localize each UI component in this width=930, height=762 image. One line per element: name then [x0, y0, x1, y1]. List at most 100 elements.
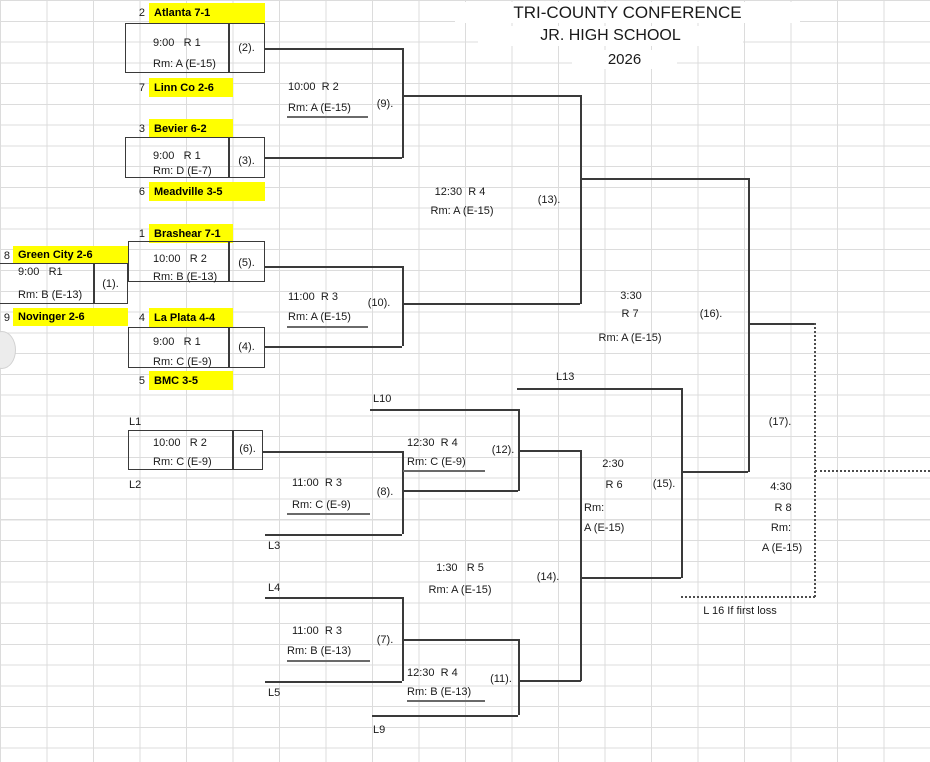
game11-right-edge — [518, 639, 520, 715]
game9-room[interactable]: Rm: A (E-15) — [288, 102, 351, 114]
team-cell-bmc[interactable]: BMC 3-5 — [149, 371, 233, 390]
team-cell-la-plata[interactable]: La Plata 4-4 — [149, 308, 233, 327]
game16-round[interactable]: R 7 — [621, 308, 639, 320]
game8-time[interactable]: 11:00 R 3 — [292, 477, 342, 489]
slot-line-g11 — [407, 700, 485, 702]
game6-label[interactable]: (6). — [239, 443, 256, 455]
game11-label[interactable]: (11). — [490, 673, 512, 685]
game16-time[interactable]: 3:30 — [620, 290, 642, 302]
seed-novinger[interactable]: 9 — [3, 311, 10, 324]
game14-time[interactable]: 1:30 R 5 — [436, 562, 484, 574]
l3-line — [265, 534, 402, 536]
game17-time[interactable]: 4:30 — [770, 481, 792, 493]
game4-time[interactable]: 9:00 R 1 — [153, 336, 201, 348]
game4-label[interactable]: (4). — [238, 341, 255, 353]
l4-line — [265, 597, 402, 599]
slot-line-g7 — [287, 660, 370, 662]
l13-line — [517, 388, 681, 390]
l16-note[interactable]: L 16 If first loss — [703, 605, 777, 617]
team-cell-meadville[interactable]: Meadville 3-5 — [149, 182, 265, 201]
connector-g14-to-g15 — [581, 577, 681, 579]
game7-label[interactable]: (7). — [376, 634, 394, 646]
game15-round[interactable]: R 6 — [605, 479, 623, 491]
connector-g6-to-g8 — [263, 451, 402, 453]
game16-label[interactable]: (16). — [699, 308, 723, 320]
game6-room[interactable]: Rm: C (E-9) — [153, 456, 212, 468]
game2-time[interactable]: 9:00 R 1 — [153, 37, 201, 49]
game4-room[interactable]: Rm: C (E-9) — [153, 356, 212, 368]
game9-label[interactable]: (9). — [376, 98, 394, 110]
game16-right-edge — [748, 178, 750, 472]
game5-label[interactable]: (5). — [238, 257, 255, 269]
loser-label-l1[interactable]: L1 — [129, 416, 142, 428]
team-cell-bevier[interactable]: Bevier 6-2 — [149, 119, 233, 138]
seed-brashear[interactable]: 1 — [138, 228, 145, 240]
loser-label-l13[interactable]: L13 — [556, 371, 575, 383]
game6-time[interactable]: 10:00 R 2 — [153, 437, 207, 449]
game9-time[interactable]: 10:00 R 2 — [288, 81, 339, 93]
game16-room[interactable]: Rm: A (E-15) — [598, 332, 662, 344]
seed-atlanta[interactable]: 2 — [138, 7, 145, 19]
game11-time[interactable]: 12:30 R 4 — [407, 667, 458, 679]
loser-label-l2[interactable]: L2 — [129, 479, 142, 491]
game5-room[interactable]: Rm: B (E-13) — [153, 271, 218, 283]
game8-label[interactable]: (8). — [376, 486, 394, 498]
team-cell-green-city[interactable]: Green City 2-6 — [13, 246, 128, 264]
seed-meadville[interactable]: 6 — [138, 186, 145, 198]
connector-g3-to-g9 — [265, 157, 402, 159]
game12-time[interactable]: 12:30 R 4 — [407, 437, 458, 449]
loser-label-l9[interactable]: L9 — [373, 724, 386, 736]
team-cell-linn-co[interactable]: Linn Co 2-6 — [149, 78, 233, 97]
game14-label[interactable]: (14). — [536, 571, 560, 583]
game15-room-value[interactable]: A (E-15) — [584, 522, 625, 534]
game1-room[interactable]: Rm: B (E-13) — [18, 289, 83, 301]
team-cell-brashear[interactable]: Brashear 7-1 — [149, 224, 233, 243]
game11-room[interactable]: Rm: B (E-13) — [407, 686, 472, 698]
game2-room[interactable]: Rm: A (E-15) — [153, 58, 216, 70]
game3-room[interactable]: Rm: D (E-7) — [153, 165, 212, 177]
loser-label-l3[interactable]: L3 — [268, 540, 281, 552]
game7-room[interactable]: Rm: B (E-13) — [287, 645, 352, 657]
side-pane-handle[interactable] — [0, 331, 16, 369]
game15-time[interactable]: 2:30 — [602, 458, 624, 470]
seed-bevier[interactable]: 3 — [138, 123, 145, 135]
game12-label[interactable]: (12). — [491, 444, 515, 456]
game13-room[interactable]: Rm: A (E-15) — [430, 205, 494, 217]
seed-bmc[interactable]: 5 — [138, 375, 145, 387]
game3-time[interactable]: 9:00 R 1 — [153, 150, 201, 162]
game10-room[interactable]: Rm: A (E-15) — [288, 311, 351, 323]
game14-right-edge — [580, 450, 582, 681]
seed-linn-co[interactable]: 7 — [138, 82, 145, 94]
connector-g13-to-g16 — [580, 178, 748, 180]
game4-divider — [228, 327, 230, 368]
loser-label-l5[interactable]: L5 — [268, 687, 281, 699]
game17-round[interactable]: R 8 — [774, 502, 792, 514]
game8-room[interactable]: Rm: C (E-9) — [292, 499, 351, 511]
seed-green-city[interactable]: 8 — [3, 249, 10, 262]
game7-time[interactable]: 11:00 R 3 — [292, 625, 342, 637]
game1-label[interactable]: (1). — [102, 278, 119, 290]
game17-label[interactable]: (17). — [768, 416, 792, 428]
game10-label[interactable]: (10). — [367, 297, 391, 309]
game17-room-value[interactable]: A (E-15) — [761, 542, 803, 554]
loser-label-l4[interactable]: L4 — [268, 582, 281, 594]
game15-room-prefix[interactable]: Rm: — [584, 502, 605, 514]
game14-room[interactable]: Rm: A (E-15) — [428, 584, 492, 596]
game17-room-prefix[interactable]: Rm: — [770, 522, 792, 534]
team-cell-novinger[interactable]: Novinger 2-6 — [13, 308, 128, 326]
game12-room[interactable]: Rm: C (E-9) — [407, 456, 466, 468]
game3-divider — [228, 137, 230, 178]
game15-label[interactable]: (15). — [652, 478, 676, 490]
loser-label-l10[interactable]: L10 — [373, 393, 392, 405]
game13-time[interactable]: 12:30 R 4 — [434, 186, 486, 198]
game3-box — [125, 137, 265, 178]
game17-dotted-bottom — [681, 596, 815, 598]
seed-la-plata[interactable]: 4 — [138, 312, 145, 324]
game3-label[interactable]: (3). — [238, 155, 255, 167]
team-cell-atlanta[interactable]: Atlanta 7-1 — [149, 3, 265, 23]
game10-time[interactable]: 11:00 R 3 — [288, 291, 338, 303]
game13-label[interactable]: (13). — [537, 194, 561, 206]
game1-time[interactable]: 9:00 R1 — [18, 266, 63, 278]
game2-label[interactable]: (2). — [238, 42, 255, 54]
game5-time[interactable]: 10:00 R 2 — [153, 253, 207, 265]
